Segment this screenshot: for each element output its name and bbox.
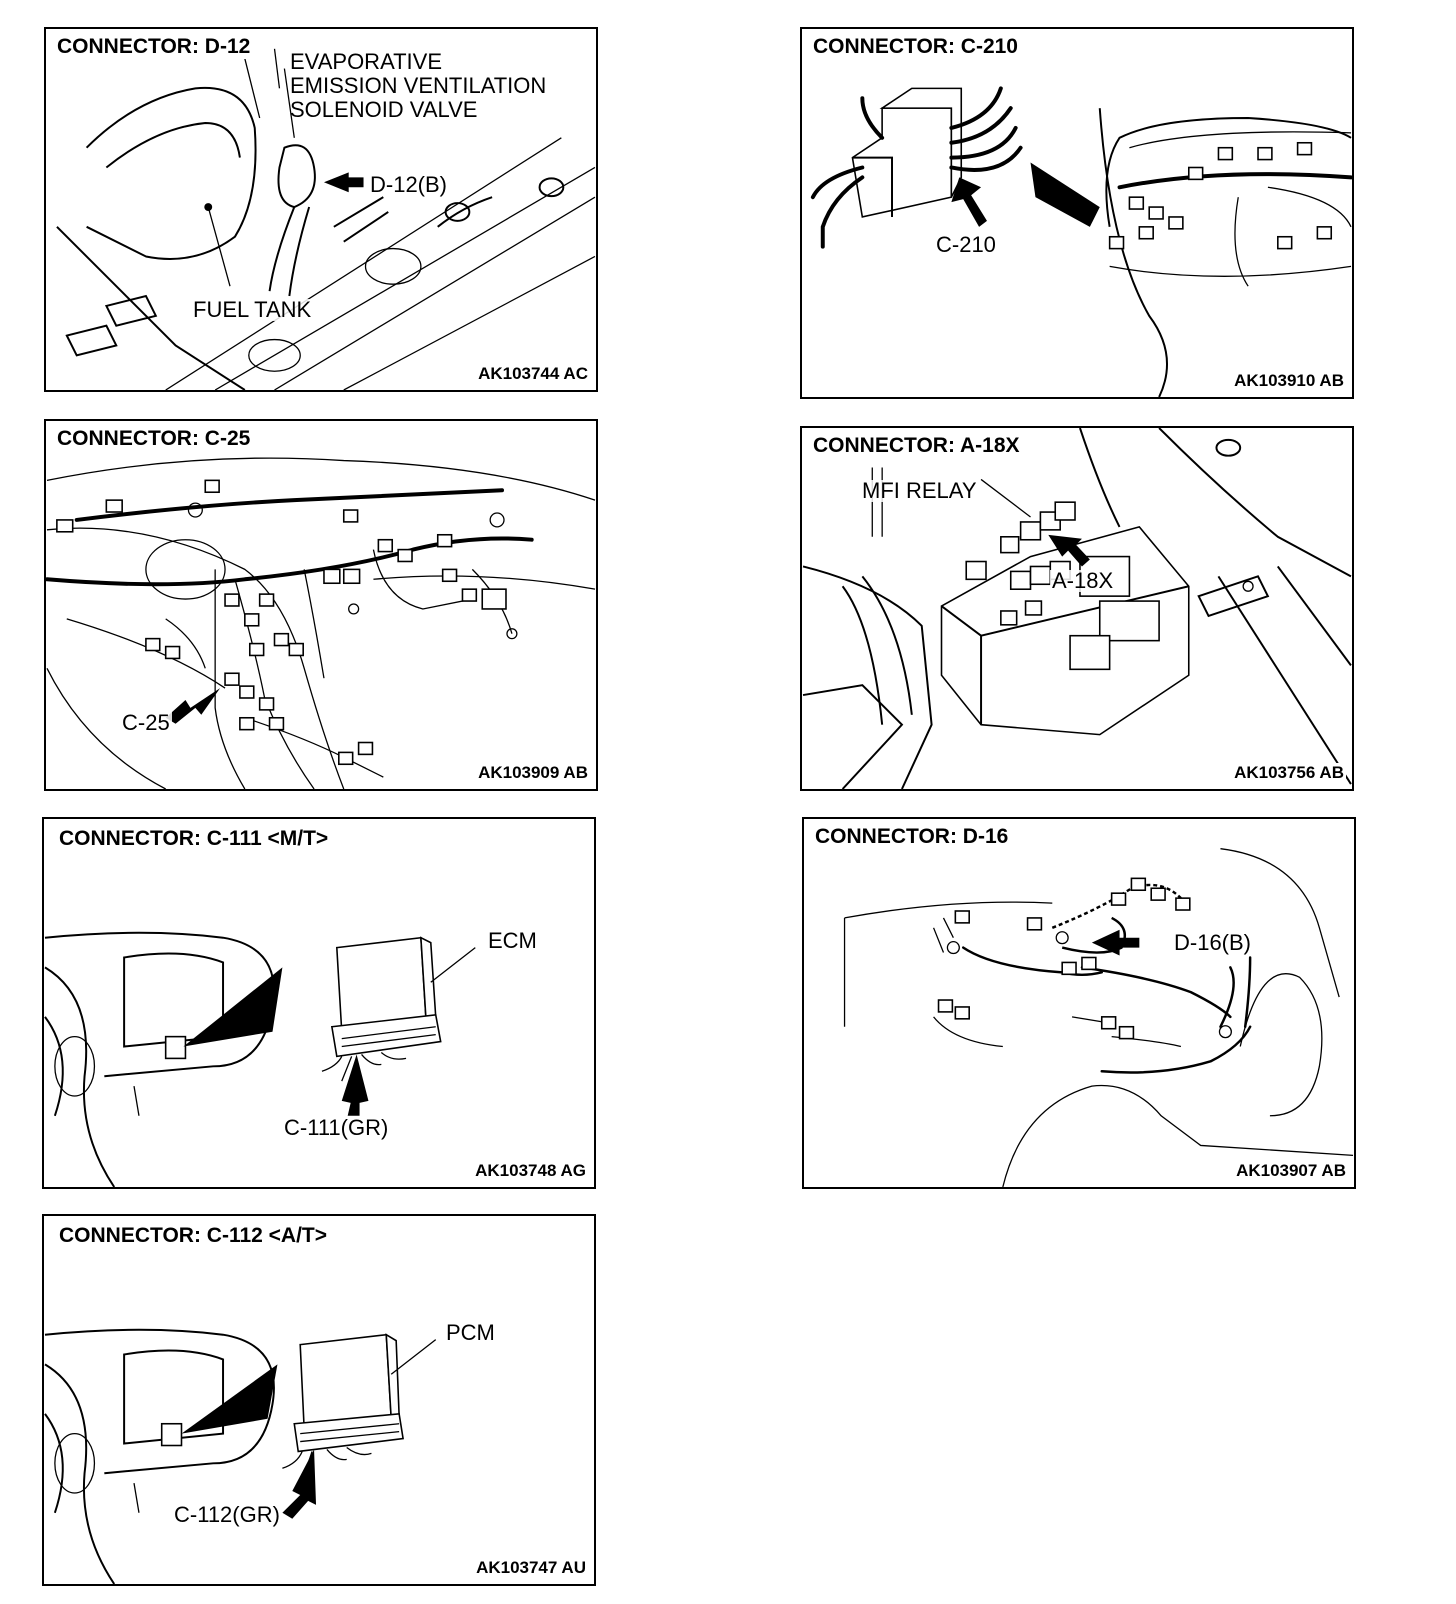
panel-title: CONNECTOR: C-111 <M/T> (56, 827, 332, 851)
label-connector-c25: C-25 (120, 710, 172, 735)
c111-illustration (44, 931, 476, 1187)
label-fuel-tank: FUEL TANK (191, 297, 314, 322)
panel-title: CONNECTOR: D-12 (54, 35, 254, 59)
panel-connector-c210: CONNECTOR: C-210 C-210 AK103910 AB (800, 27, 1354, 399)
label-ecm: ECM (486, 928, 539, 953)
label-connector-c111: C-111(GR) (282, 1115, 391, 1140)
c25-illustration (46, 457, 596, 789)
figure-code: AK103907 AB (1234, 1161, 1348, 1181)
figure-code: AK103756 AB (1232, 763, 1346, 783)
panel-title: CONNECTOR: D-16 (812, 825, 1012, 849)
label-connector-c112: C-112(GR) (172, 1502, 282, 1527)
figure-code: AK103747 AU (474, 1558, 588, 1578)
label-connector-d12b: D-12(B) (368, 172, 450, 197)
label-connector-a18x: A-18X (1050, 568, 1116, 593)
panel-connector-d16: CONNECTOR: D-16 D-16(B) AK103907 AB (802, 817, 1356, 1189)
figure-code: AK103744 AC (476, 364, 590, 384)
c112-illustration (44, 1328, 437, 1584)
d16-illustration (843, 848, 1354, 1187)
label-mfi-relay: MFI RELAY (860, 478, 979, 503)
figure-code: AK103909 AB (476, 763, 590, 783)
figure-code: AK103748 AG (473, 1161, 588, 1181)
panel-connector-d12: CONNECTOR: D-12 EVAPORATIVE EMISSION VEN… (44, 27, 598, 392)
figure-code: AK103910 AB (1232, 371, 1346, 391)
c210-illustration (810, 86, 1352, 397)
d12-illustration (56, 48, 596, 390)
label-pcm: PCM (444, 1320, 497, 1345)
panel-title: CONNECTOR: C-25 (54, 427, 254, 451)
label-connector-d16b: D-16(B) (1172, 930, 1254, 955)
label-evaporative: EVAPORATIVE (290, 49, 443, 74)
panel-title: CONNECTOR: C-112 <A/T> (56, 1224, 331, 1248)
label-solenoid-valve: SOLENOID VALVE (290, 97, 478, 122)
label-emission-ventilation: EMISSION VENTILATION (290, 73, 547, 98)
panel-title: CONNECTOR: C-210 (810, 35, 1021, 59)
panel-connector-c112: CONNECTOR: C-112 <A/T> PCM C-112(GR) AK1… (42, 1214, 596, 1586)
panel-connector-c25: CONNECTOR: C-25 C-25 AK103909 AB (44, 419, 598, 791)
panel-connector-c111: CONNECTOR: C-111 <M/T> ECM C-111(GR) AK1… (42, 817, 596, 1189)
panel-connector-a18x: CONNECTOR: A-18X MFI RELAY A-18X AK10375… (800, 426, 1354, 791)
label-connector-c210: C-210 (934, 232, 998, 257)
panel-title: CONNECTOR: A-18X (810, 434, 1023, 458)
